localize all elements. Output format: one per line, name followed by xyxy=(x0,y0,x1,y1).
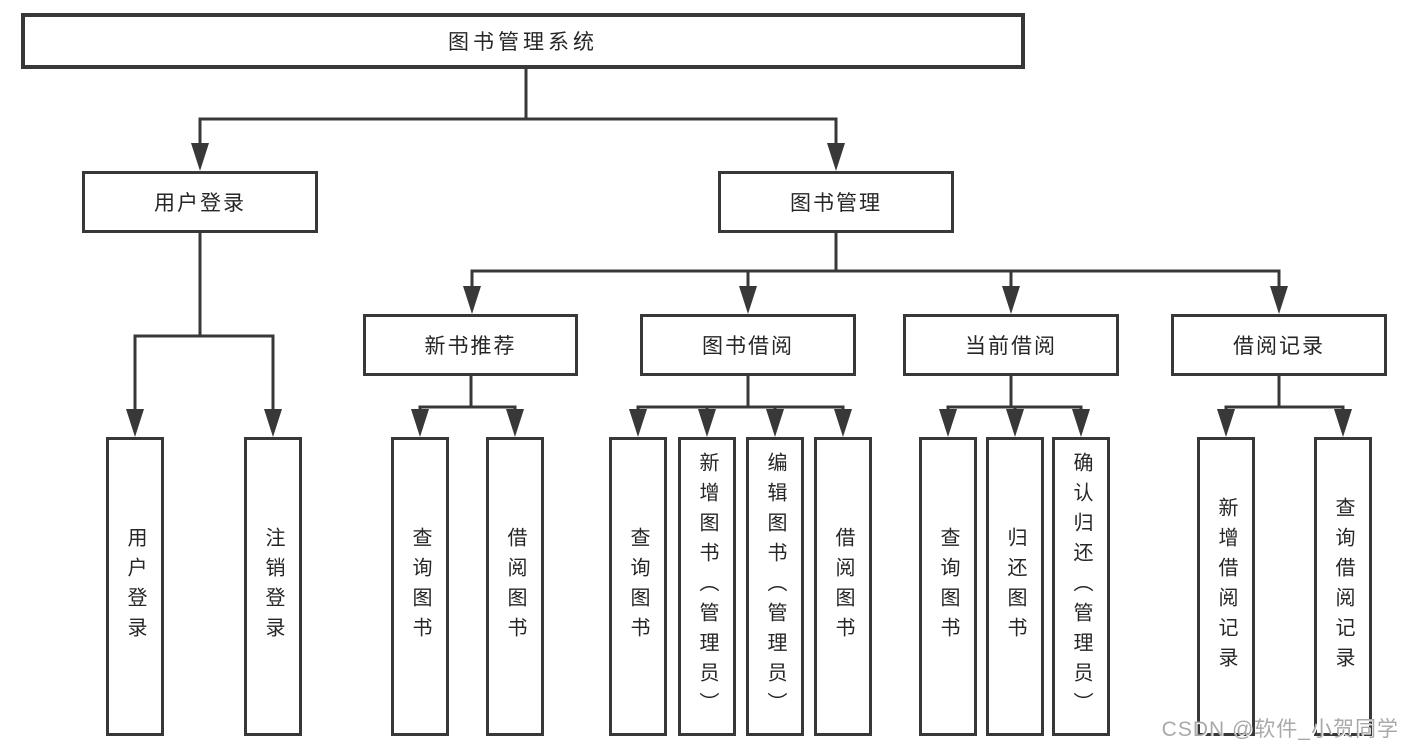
leaf-label: 查询借阅记录 xyxy=(1332,496,1354,677)
leaf-return-books: 归还图书 xyxy=(986,437,1044,736)
node-label: 图书管理系统 xyxy=(448,31,598,54)
leaf-confirm-return-admin: 确认归还（管理员） xyxy=(1052,437,1110,736)
node-new-book-recommend: 新书推荐 xyxy=(363,314,578,376)
node-label: 图书借阅 xyxy=(702,335,794,358)
node-borrowing-records: 借阅记录 xyxy=(1171,314,1387,376)
leaf-query-books-current: 查询图书 xyxy=(919,437,977,736)
arrowheads xyxy=(126,143,1352,437)
leaf-user-login: 用户登录 xyxy=(106,437,164,736)
connector-new-book-to-leaves xyxy=(418,374,517,413)
node-book-borrowing: 图书借阅 xyxy=(640,314,856,376)
leaf-label: 用户登录 xyxy=(124,526,146,647)
connector-book-borrow-to-leaves xyxy=(636,374,845,413)
connector-borrow-record-to-leaves xyxy=(1224,374,1345,413)
leaf-query-books-borrowing: 查询图书 xyxy=(609,437,667,736)
leaf-label: 归还图书 xyxy=(1004,526,1026,647)
leaf-label: 确认归还（管理员） xyxy=(1070,451,1092,722)
node-book-management: 图书管理 xyxy=(718,171,954,233)
leaf-label: 编辑图书（管理员） xyxy=(764,451,786,722)
csdn-watermark: CSDN @软件_小贺同学 xyxy=(1161,718,1399,741)
leaf-label: 新增图书（管理员） xyxy=(696,451,718,722)
connector-book-management-to-level3 xyxy=(470,231,1281,290)
node-label: 当前借阅 xyxy=(965,335,1057,358)
node-label: 图书管理 xyxy=(790,192,882,215)
connector-current-borrow-to-leaves xyxy=(946,374,1083,413)
node-label: 新书推荐 xyxy=(424,335,517,358)
node-user-login: 用户登录 xyxy=(82,171,318,233)
leaf-query-books-recommend: 查询图书 xyxy=(391,437,449,736)
node-current-borrowing: 当前借阅 xyxy=(903,314,1119,376)
leaf-label: 查询图书 xyxy=(937,526,959,647)
connector-root-to-level2 xyxy=(198,67,838,147)
leaf-label: 注销登录 xyxy=(262,526,284,647)
leaf-label: 借阅图书 xyxy=(832,526,854,647)
leaf-add-books-admin: 新增图书（管理员） xyxy=(678,437,736,736)
leaf-add-borrow-record: 新增借阅记录 xyxy=(1197,437,1255,736)
leaf-logout: 注销登录 xyxy=(244,437,302,736)
leaf-label: 新增借阅记录 xyxy=(1215,496,1237,677)
leaf-borrow-books-borrowing: 借阅图书 xyxy=(814,437,872,736)
node-library-management-system: 图书管理系统 xyxy=(21,13,1025,69)
leaf-label: 查询图书 xyxy=(409,526,431,647)
connector-user-login-to-leaves xyxy=(133,231,275,413)
leaf-borrow-books-recommend: 借阅图书 xyxy=(486,437,544,736)
leaf-label: 借阅图书 xyxy=(504,526,526,647)
node-label: 用户登录 xyxy=(154,192,246,215)
leaf-query-borrow-record: 查询借阅记录 xyxy=(1314,437,1372,736)
leaf-edit-books-admin: 编辑图书（管理员） xyxy=(746,437,804,736)
leaf-label: 查询图书 xyxy=(627,526,649,647)
node-label: 借阅记录 xyxy=(1233,335,1325,358)
